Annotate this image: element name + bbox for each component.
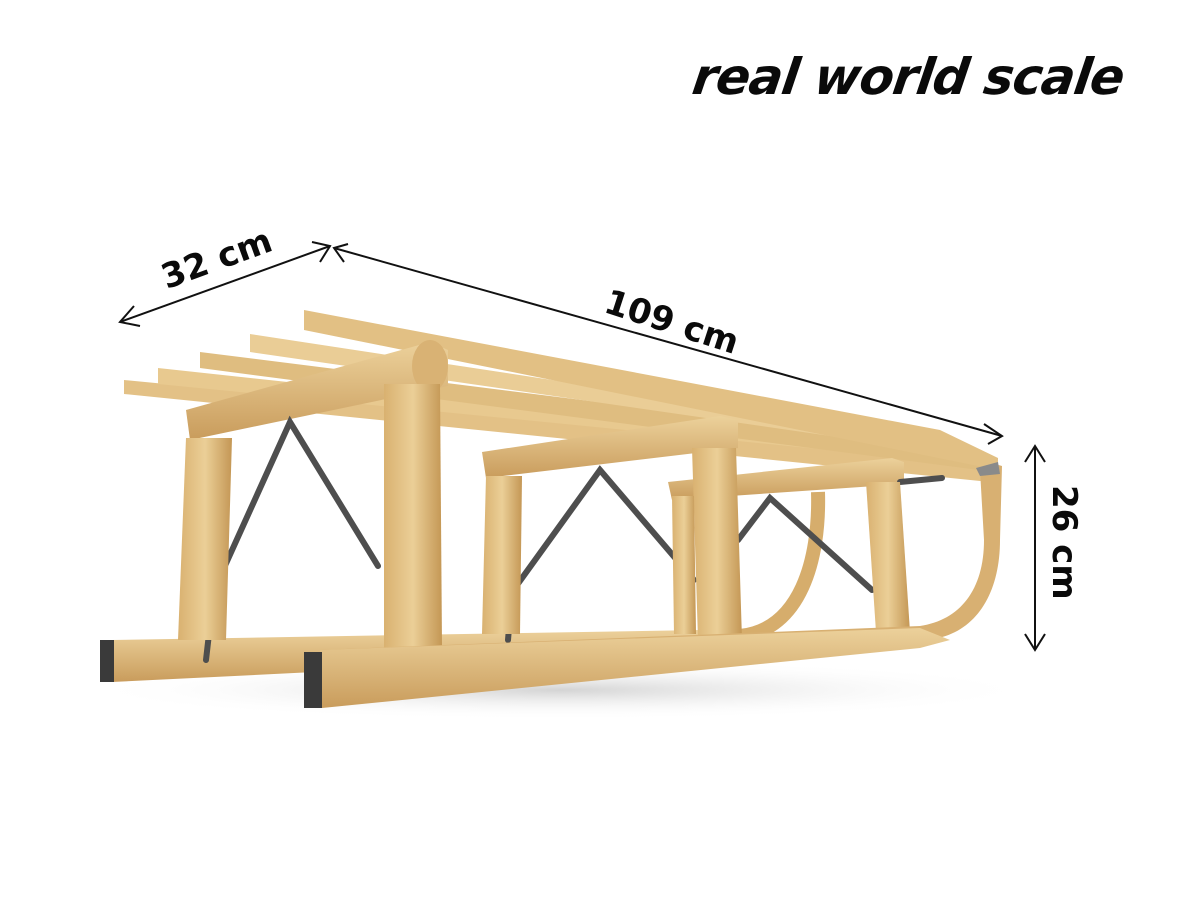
arrow-head-icon bbox=[1024, 444, 1046, 463]
width-dimension-line bbox=[119, 245, 331, 323]
near-runner bbox=[304, 462, 1002, 708]
arrow-head-icon bbox=[118, 305, 141, 327]
arrow-head-icon bbox=[983, 423, 1004, 445]
arrow-head-icon bbox=[311, 241, 332, 263]
legs bbox=[178, 384, 910, 648]
arrow-head-icon bbox=[1024, 633, 1046, 652]
dimension-lines bbox=[118, 241, 1046, 652]
height-label: 26 cm bbox=[1044, 485, 1084, 600]
arrow-head-icon bbox=[332, 243, 349, 263]
length-dimension-line bbox=[333, 247, 1003, 437]
